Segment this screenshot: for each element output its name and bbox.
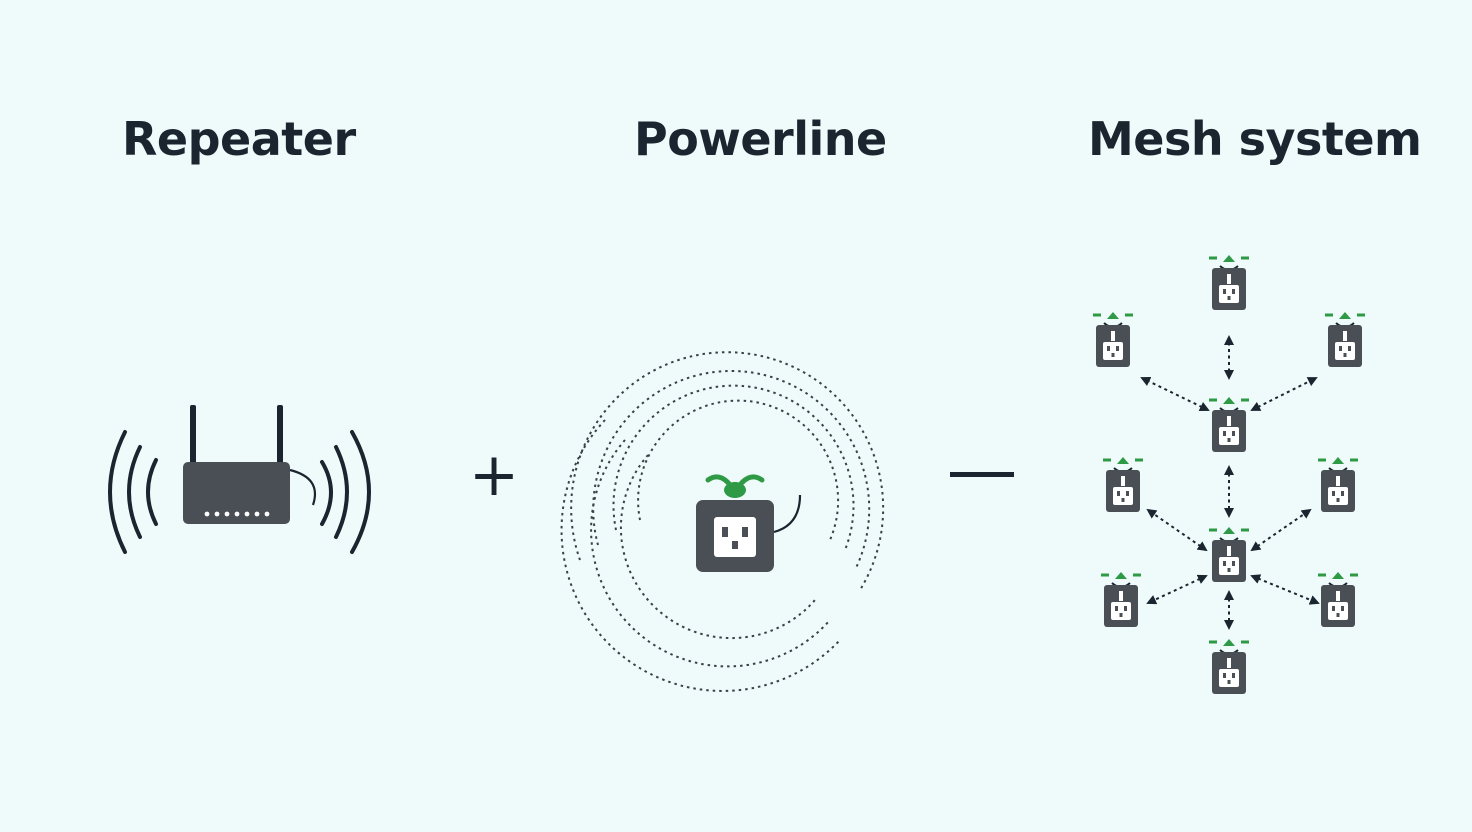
router-icon <box>108 405 371 554</box>
mesh-node-icon <box>1101 572 1141 627</box>
antenna-left <box>190 405 196 465</box>
ring-3 <box>612 384 855 551</box>
minus-operator <box>950 472 1014 477</box>
mesh-node-icon <box>1209 527 1249 582</box>
sprout-bud <box>724 482 746 498</box>
signal-wave-right-middle <box>334 445 349 539</box>
signal-wave-left-middle <box>127 445 142 539</box>
mesh-node-icon <box>1209 255 1249 310</box>
ring-6 <box>590 439 831 668</box>
mesh-node-icon <box>1103 457 1143 512</box>
signal-wave-right-outer <box>350 430 371 554</box>
signal-wave-left-outer <box>108 430 127 554</box>
mesh-node-icon <box>1209 639 1249 694</box>
powerline-title: Powerline <box>634 112 887 166</box>
mesh-node-icon <box>1318 572 1358 627</box>
mesh-links <box>1140 335 1320 630</box>
antenna-right <box>277 405 283 465</box>
powerline-rings <box>560 351 885 692</box>
signal-wave-left-inner <box>146 458 158 526</box>
router-body <box>183 462 290 524</box>
mesh-node-icon <box>1209 397 1249 452</box>
router-leds <box>204 511 270 517</box>
signal-wave-right-inner <box>320 460 333 526</box>
adapter-socket <box>714 517 756 557</box>
adapter-cable <box>773 494 802 534</box>
mesh-node-icon <box>1325 312 1365 367</box>
powerline-adapter-icon <box>560 351 885 692</box>
plus-operator: + <box>469 440 519 510</box>
ring-7 <box>619 454 816 640</box>
mesh-nodes <box>1093 255 1365 694</box>
ring-2 <box>592 369 871 571</box>
mesh-network <box>1093 255 1365 694</box>
ring-1 <box>570 351 885 591</box>
mesh-node-icon <box>1093 312 1133 367</box>
router-cable <box>289 468 317 506</box>
repeater-title: Repeater <box>122 112 356 166</box>
mesh-node-icon <box>1318 457 1358 512</box>
mesh-system-title: Mesh system <box>1088 112 1422 166</box>
